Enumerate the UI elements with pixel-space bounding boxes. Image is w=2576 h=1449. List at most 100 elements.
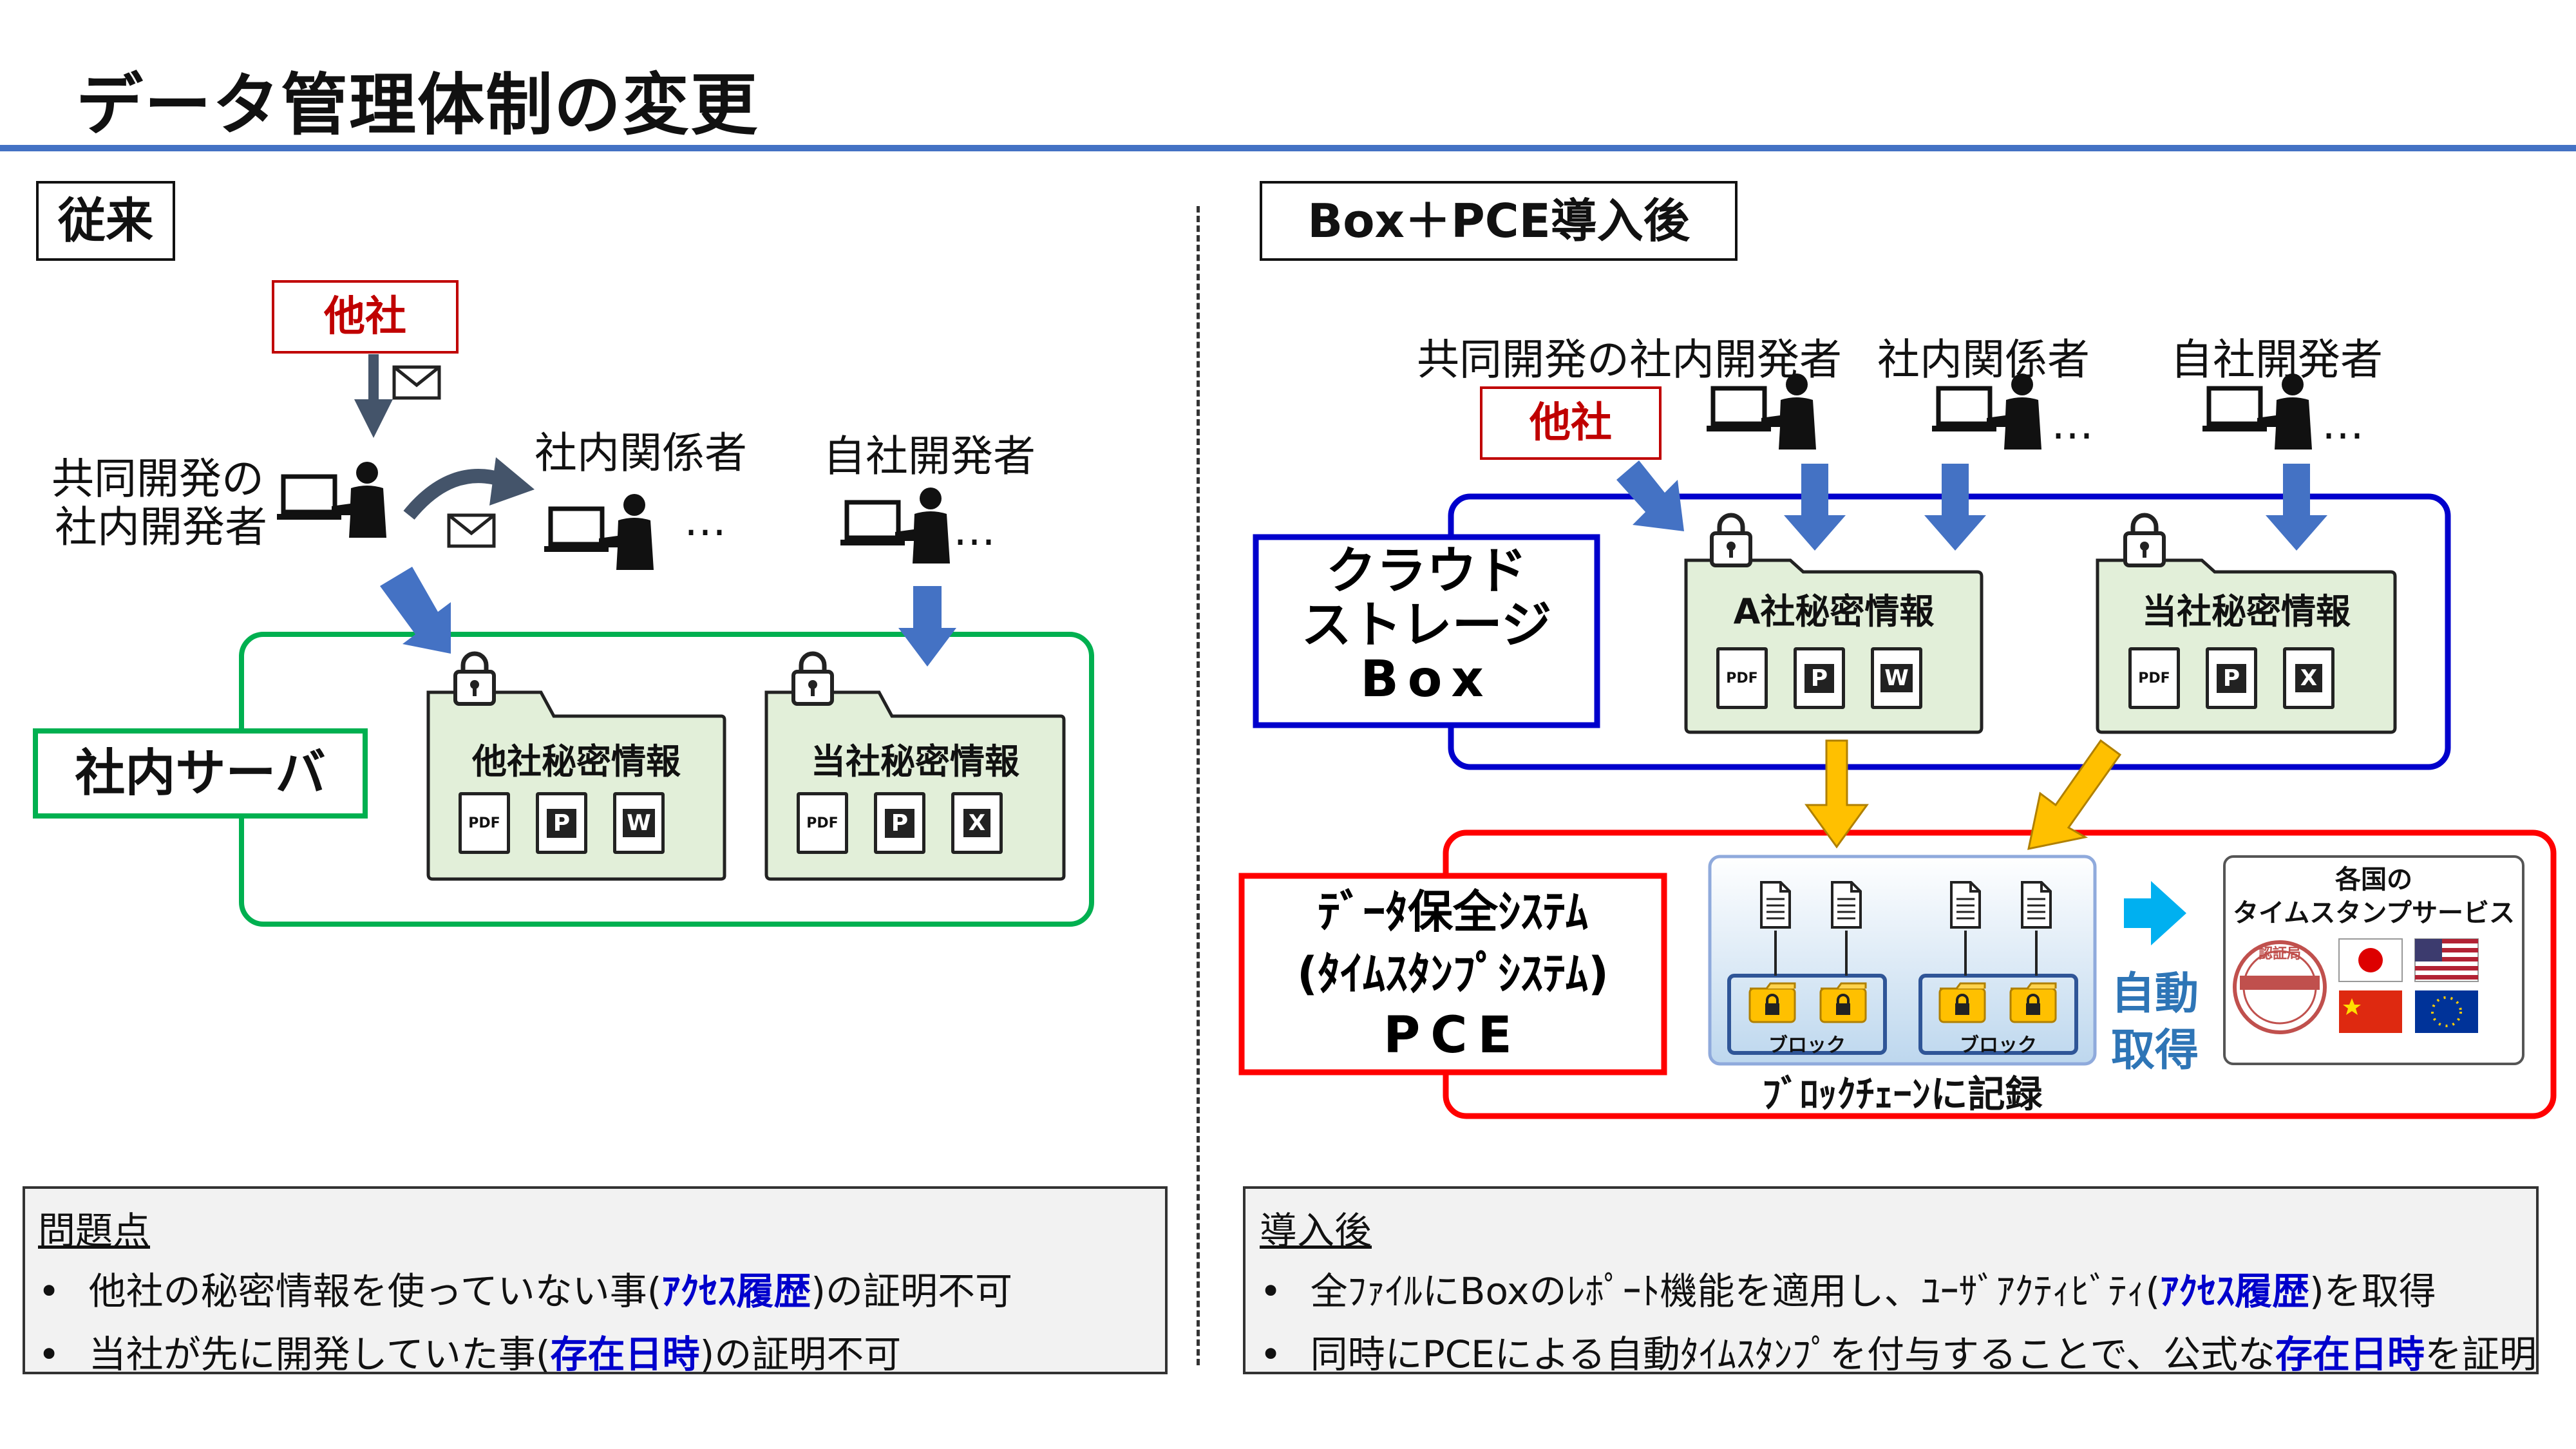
after-line-2: • 同時にPCEによる自動ﾀｲﾑｽﾀﾝﾌﾟを付与することで、公式な存在日時を証明 bbox=[1260, 1324, 2537, 1378]
left-arrow-down bbox=[354, 354, 393, 438]
chain-label: ﾌﾞﾛｯｸﾁｪｰﾝに記録 bbox=[1762, 1072, 2043, 1116]
person-icon-own bbox=[840, 488, 950, 564]
joint-dev-label-r: 共同開発の社内開発者 bbox=[1417, 335, 1842, 384]
own-dev-label: 自社開発者 bbox=[823, 431, 1036, 481]
cloud-label-line-3: Box bbox=[1360, 650, 1493, 708]
curved-arrow-head bbox=[489, 457, 535, 506]
right-other-company-label: 他社 bbox=[1530, 399, 1612, 447]
server-label: 社内サーバ bbox=[75, 744, 326, 802]
right-other-company-box bbox=[1480, 386, 1662, 460]
seal-text: 認証局 bbox=[2258, 946, 2301, 962]
right-arrow-2 bbox=[1924, 464, 1986, 551]
left-folder-1-files: PDF P W bbox=[459, 792, 703, 857]
word-file-icon: W bbox=[613, 792, 665, 854]
right-arrow-1 bbox=[1784, 464, 1846, 551]
left-folder-1-title: 他社秘密情報 bbox=[472, 741, 681, 782]
excel-file-icon: X bbox=[951, 792, 1003, 854]
left-arrow-joint bbox=[380, 567, 451, 654]
pce-label-line-3: PCE bbox=[1383, 1007, 1522, 1065]
ellipsis-1: … bbox=[684, 496, 726, 545]
right-heading: Box＋PCE導入後 bbox=[1307, 194, 1690, 248]
left-arrow-own bbox=[898, 586, 956, 667]
after-note: 導入後 • 全ﾌｧｲﾙにBoxのﾚﾎﾟｰﾄ機能を適用し、ﾕｰｻﾞｱｸﾃｨﾋﾞﾃｨ… bbox=[1243, 1186, 2539, 1376]
pce-label-line-2: (ﾀｲﾑｽﾀﾝﾌﾟｼｽﾃﾑ) bbox=[1297, 947, 1609, 1000]
pdf-file-icon: PDF bbox=[1716, 647, 1768, 709]
problem-line-2: • 当社が先に開発していた事(存在日時)の証明不可 bbox=[38, 1324, 901, 1378]
after-line-1-pre: 全ﾌｧｲﾙにBoxのﾚﾎﾟｰﾄ機能を適用し、ﾕｰｻﾞｱｸﾃｨﾋﾞﾃｨ( bbox=[1310, 1269, 2161, 1313]
person-icon-stakeholder bbox=[544, 494, 654, 570]
after-line-2-pre: 同時にPCEによる自動ﾀｲﾑｽﾀﾝﾌﾟを付与することで、公式な bbox=[1310, 1332, 2275, 1376]
tsa-title: 各国の タイムスタンプサービス bbox=[2224, 863, 2523, 930]
after-line-1-post: )を取得 bbox=[2309, 1269, 2436, 1313]
problem-line-2-post: )の証明不可 bbox=[699, 1332, 902, 1376]
own-dev-label-r: 自社開発者 bbox=[2170, 335, 2383, 384]
problem-line-1: • 他社の秘密情報を使っていない事(ｱｸｾｽ履歴)の証明不可 bbox=[38, 1261, 1012, 1315]
pce-label-box bbox=[1238, 873, 1667, 1075]
problem-line-2-em: 存在日時 bbox=[550, 1332, 700, 1376]
auto-arrow bbox=[2124, 881, 2186, 945]
problem-note: 問題点 • 他社の秘密情報を使っていない事(ｱｸｾｽ履歴)の証明不可 • 当社が… bbox=[23, 1186, 1168, 1376]
cloud-label-line-1: クラウド bbox=[1325, 542, 1527, 600]
word-file-icon: W bbox=[1871, 647, 1922, 709]
block-2 bbox=[1918, 974, 2078, 1055]
right-arrow-other bbox=[1616, 460, 1684, 531]
right-folder-2-files: PDF P X bbox=[2128, 647, 2373, 712]
powerpoint-file-icon: P bbox=[2206, 647, 2257, 709]
left-other-company-box bbox=[272, 280, 459, 354]
block-label-2: ブロック bbox=[1960, 1034, 2037, 1057]
right-arrow-3 bbox=[2266, 464, 2327, 551]
powerpoint-file-icon: P bbox=[536, 792, 587, 854]
problem-line-1-em: ｱｸｾｽ履歴 bbox=[661, 1269, 811, 1313]
left-heading-box bbox=[36, 181, 175, 261]
bullet: • bbox=[38, 1332, 61, 1376]
pce-label-line-1: ﾃﾞｰﾀ保全ｼｽﾃﾑ bbox=[1318, 886, 1588, 938]
joint-dev-label-2: 社内開発者 bbox=[55, 502, 267, 552]
left-other-company-label: 他社 bbox=[324, 293, 406, 341]
powerpoint-file-icon: P bbox=[874, 792, 925, 854]
after-line-1-em: ｱｸｾｽ履歴 bbox=[2160, 1269, 2310, 1313]
after-line-2-em: 存在日時 bbox=[2275, 1332, 2425, 1376]
eu-flag-icon bbox=[2415, 990, 2478, 1033]
joint-dev-label-1: 共同開発の bbox=[52, 454, 264, 504]
ellipsis-r2: … bbox=[2322, 399, 2364, 449]
cloud-label-box bbox=[1253, 534, 1600, 728]
auto-get-label: 自動 取得 bbox=[2110, 966, 2200, 1079]
auto-get-line-1: 自動 bbox=[2110, 969, 2199, 1019]
person-icon-joint bbox=[277, 462, 386, 538]
right-folder-1-title: A社秘密情報 bbox=[1733, 591, 1935, 632]
left-folder-2-title: 当社秘密情報 bbox=[811, 741, 1019, 782]
after-heading: 導入後 bbox=[1260, 1209, 1372, 1253]
left-heading: 従来 bbox=[58, 193, 153, 249]
envelope-icon-2 bbox=[449, 515, 494, 546]
envelope-icon-1 bbox=[394, 367, 439, 398]
japan-flag-icon bbox=[2338, 938, 2403, 982]
right-heading-box bbox=[1260, 181, 1738, 261]
section-divider bbox=[1197, 206, 1200, 1365]
block-1 bbox=[1727, 974, 1887, 1055]
tsa-title-line-1: 各国の bbox=[2335, 865, 2412, 895]
server-label-box bbox=[33, 728, 368, 819]
pdf-file-icon: PDF bbox=[797, 792, 848, 854]
yellow-arrow-1 bbox=[1804, 739, 1869, 849]
page-title: データ管理体制の変更 bbox=[76, 66, 759, 144]
powerpoint-file-icon: P bbox=[1794, 647, 1845, 709]
pdf-file-icon: PDF bbox=[2128, 647, 2180, 709]
stakeholders-label: 社内関係者 bbox=[535, 428, 747, 478]
usa-flag-icon bbox=[2414, 938, 2479, 982]
seal-icon bbox=[2233, 940, 2327, 1034]
pce-label: ﾃﾞｰﾀ保全ｼｽﾃﾑ (ﾀｲﾑｽﾀﾝﾌﾟｼｽﾃﾑ) PCE bbox=[1242, 881, 1664, 1066]
stakeholders-label-r: 社内関係者 bbox=[1877, 335, 2090, 384]
right-folder-2-title: 当社秘密情報 bbox=[2142, 591, 2351, 632]
title-rule bbox=[0, 145, 2576, 151]
cloud-label: クラウド ストレージ Box bbox=[1256, 544, 1597, 706]
left-folder-2-files: PDF P X bbox=[797, 792, 1041, 857]
bullet: • bbox=[1260, 1269, 1282, 1313]
problem-line-2-pre: 当社が先に開発していた事( bbox=[88, 1332, 551, 1376]
cloud-label-line-2: ストレージ bbox=[1301, 596, 1552, 654]
blockchain-panel bbox=[1708, 855, 2097, 1066]
china-flag-icon bbox=[2339, 990, 2402, 1033]
auto-get-line-2: 取得 bbox=[2110, 1025, 2199, 1076]
ellipsis-r1: … bbox=[2051, 399, 2094, 449]
block-label-1: ブロック bbox=[1768, 1034, 1846, 1057]
ellipsis-2: … bbox=[953, 506, 996, 555]
